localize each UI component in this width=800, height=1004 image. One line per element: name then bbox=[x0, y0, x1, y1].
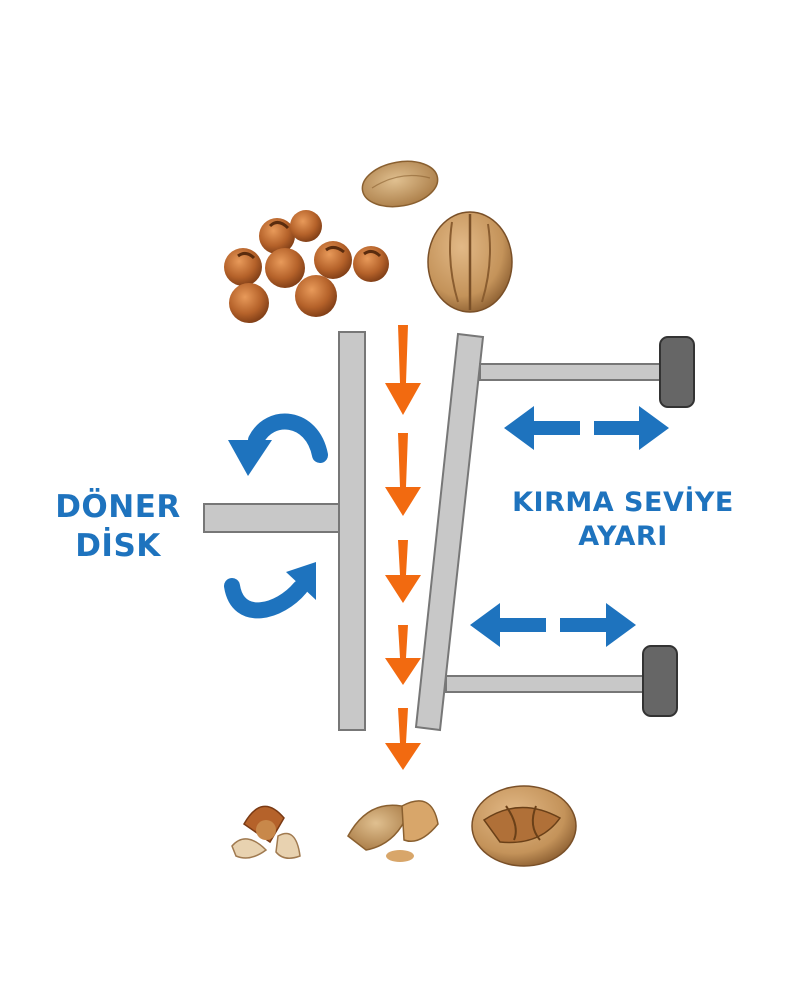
curved-arrow-icon bbox=[228, 413, 328, 476]
almond-cracked bbox=[347, 800, 439, 862]
walnut-whole bbox=[427, 211, 513, 313]
hazelnut-cracked bbox=[231, 805, 301, 859]
down-arrow-icon bbox=[385, 708, 421, 770]
crack-level-adjust-label-line2: AYARI bbox=[578, 520, 668, 552]
down-arrow-icon bbox=[385, 625, 421, 685]
adjust-arrows bbox=[470, 406, 669, 647]
walnut-cracked bbox=[471, 785, 577, 867]
adjust-knob-bottom bbox=[642, 645, 678, 717]
whole-nuts bbox=[224, 160, 513, 323]
rotating-disk-label-line1: DÖNER bbox=[55, 489, 181, 525]
flow-arrows bbox=[385, 325, 421, 770]
down-arrow-icon bbox=[385, 325, 421, 415]
disk-shaft bbox=[203, 503, 340, 533]
curved-arrow-icon bbox=[224, 562, 316, 619]
adjust-knob-top bbox=[659, 336, 695, 408]
rotating-disk-label-line2: DİSK bbox=[75, 527, 161, 564]
rotating-disk-label: DÖNER DİSK bbox=[38, 488, 198, 566]
adjust-rod-top bbox=[479, 363, 665, 381]
crushing-mechanism bbox=[203, 331, 695, 732]
adjust-rod-bottom bbox=[445, 675, 644, 693]
down-arrow-icon bbox=[385, 433, 421, 516]
hazelnut-pile bbox=[224, 210, 389, 323]
disk-plate-right bbox=[414, 332, 485, 732]
down-arrow-icon bbox=[385, 540, 421, 603]
disk-plate-left bbox=[338, 331, 366, 731]
almond-whole bbox=[361, 160, 439, 208]
double-arrow-icon bbox=[470, 603, 636, 647]
crack-level-adjust-label-line1: KIRMA SEVİYE bbox=[512, 487, 734, 518]
rotation-arrows bbox=[224, 413, 328, 619]
double-arrow-icon bbox=[504, 406, 669, 450]
crack-level-adjust-label: KIRMA SEVİYE AYARI bbox=[488, 486, 758, 554]
cracked-nuts bbox=[231, 785, 577, 867]
